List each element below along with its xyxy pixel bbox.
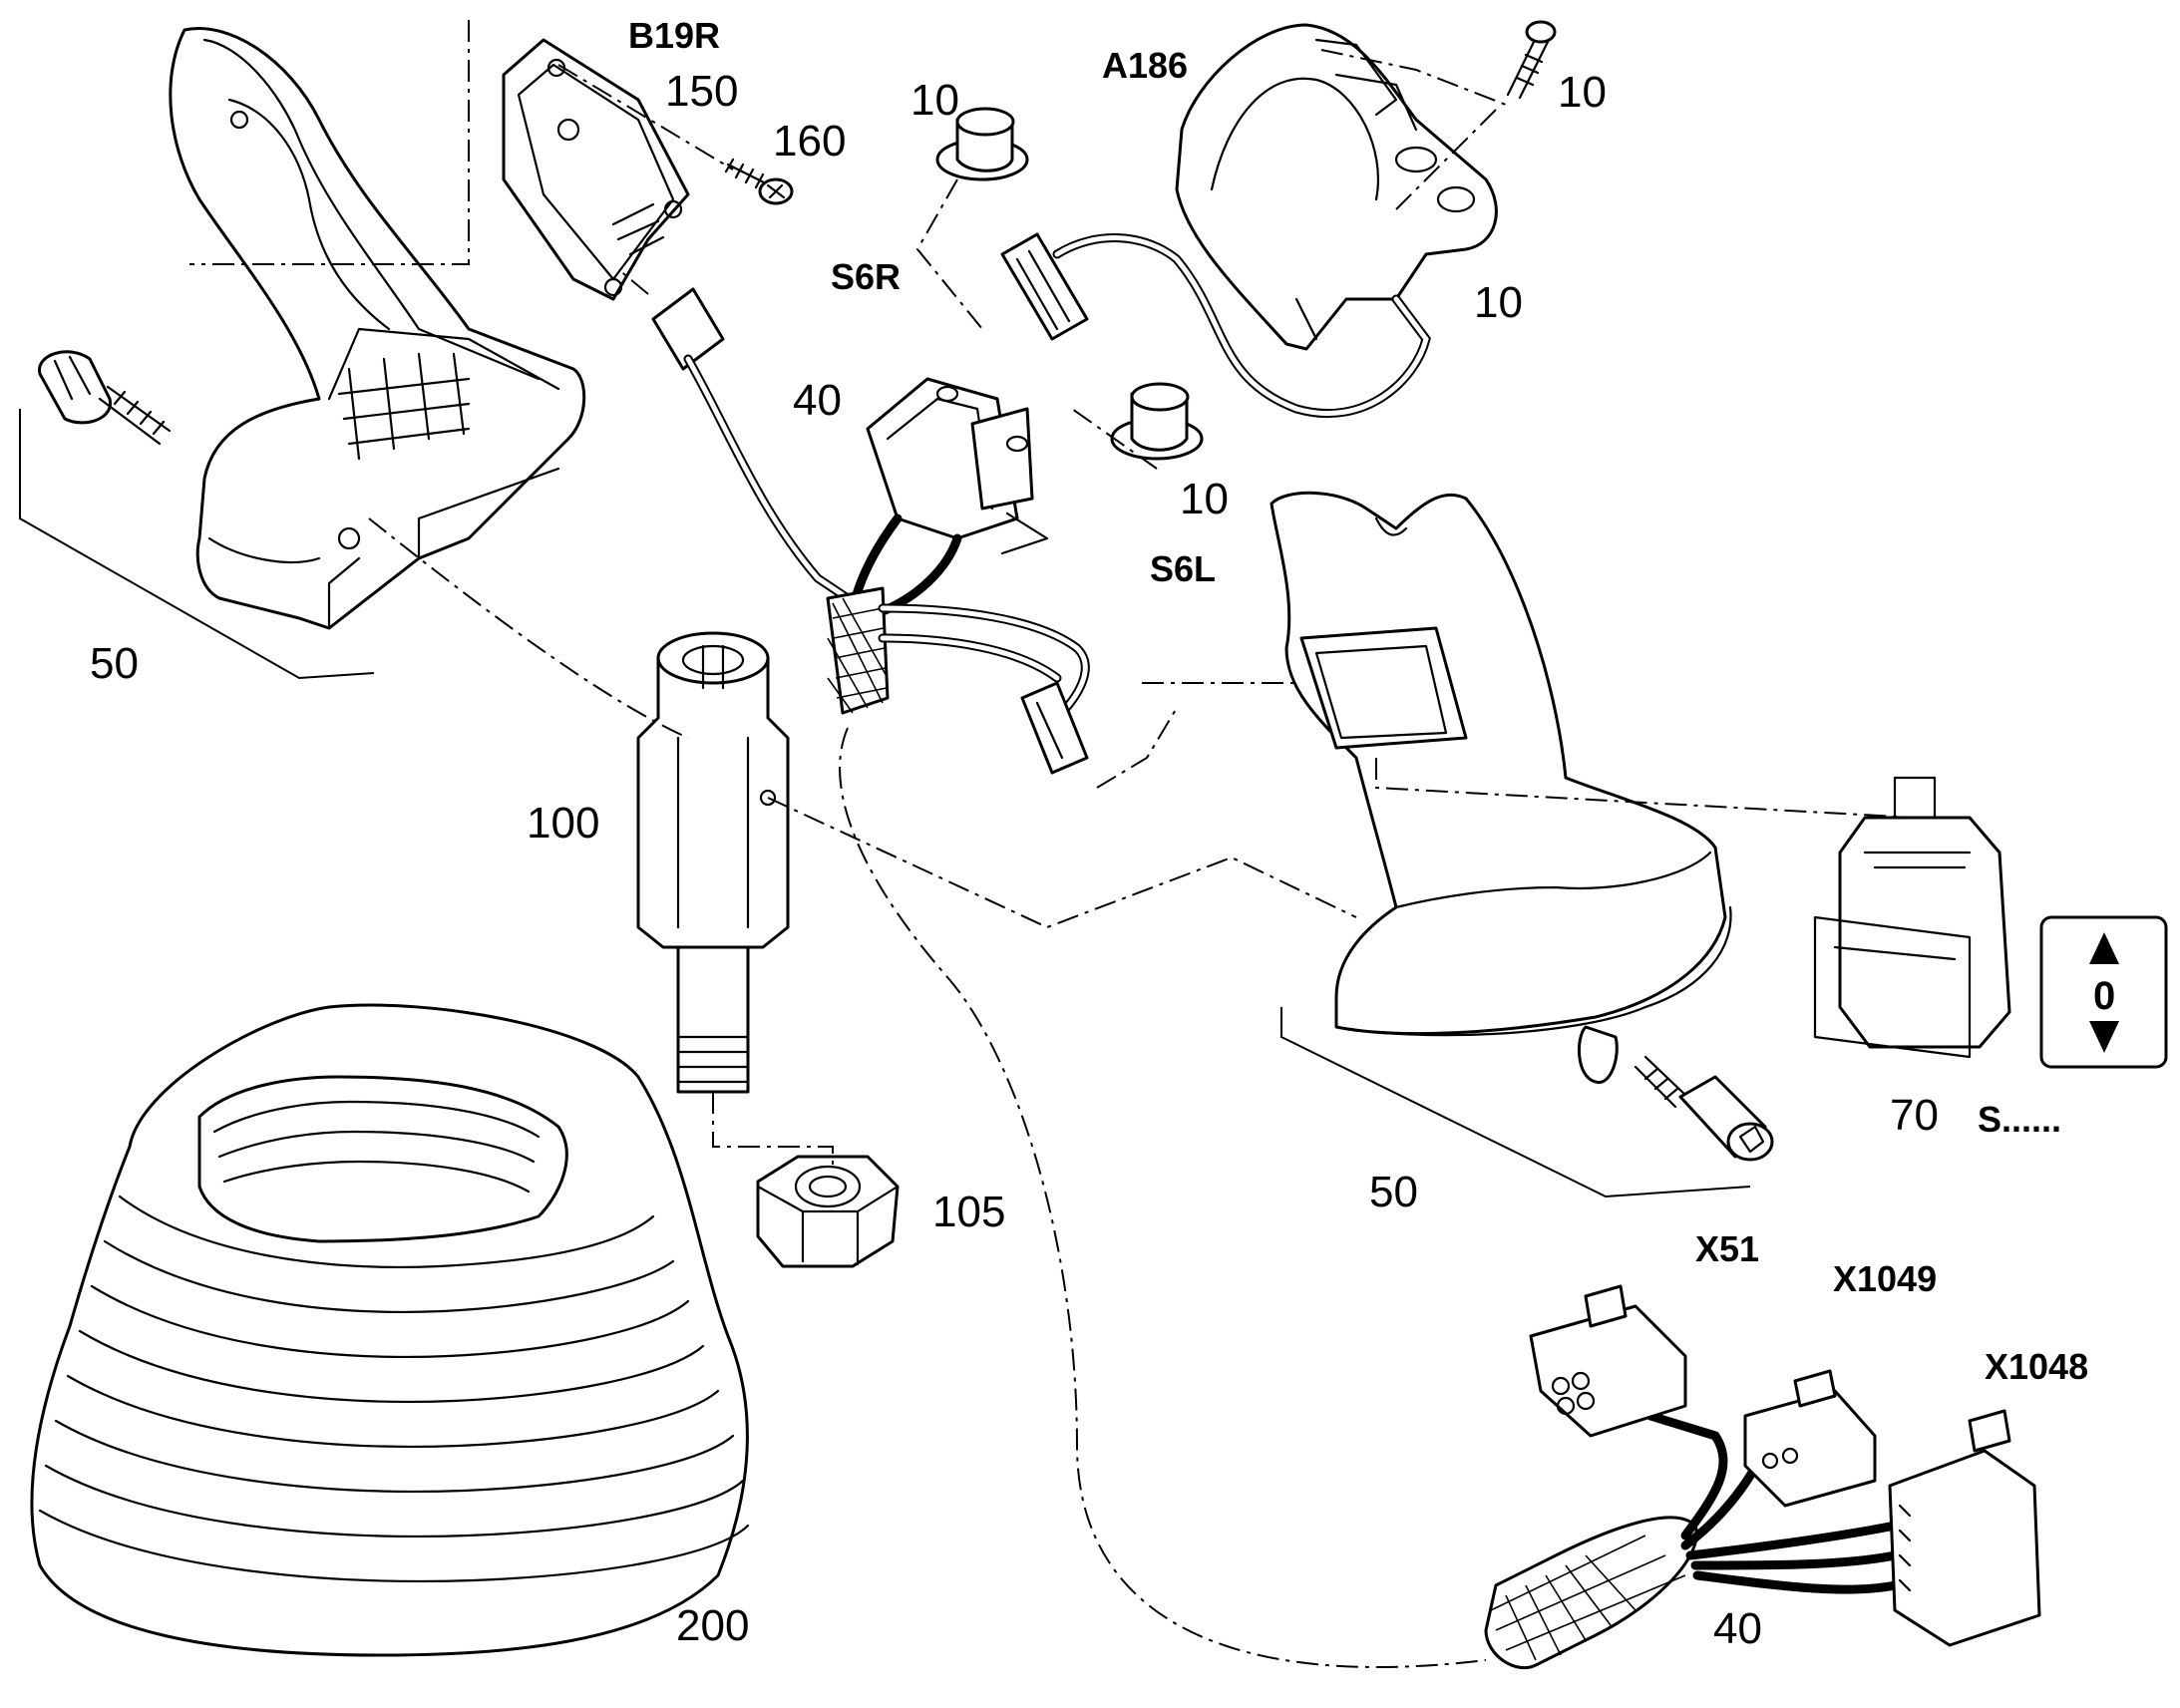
bolt-right (1634, 1055, 1774, 1162)
connector-x51 (1529, 1284, 1687, 1438)
sensor-board-b19r (502, 38, 690, 301)
label-200: 200 (676, 1601, 749, 1650)
down-arrow-icon (2089, 1021, 2119, 1053)
ref-s6l: S6L (1150, 548, 1216, 589)
ref-x1048: X1048 (1985, 1346, 2088, 1387)
ref-b19r: B19R (628, 15, 720, 56)
label-50-left: 50 (90, 639, 139, 688)
label-40-bottom: 40 (1713, 1604, 1762, 1653)
label-10-lower-cap: 10 (1180, 475, 1229, 523)
switch-symbol-indicator: 0 (2039, 915, 2168, 1069)
label-160: 160 (773, 117, 846, 166)
ref-a186: A186 (1102, 45, 1188, 86)
harness-upper (826, 586, 1090, 775)
switch-assembly-s6 (848, 377, 1049, 618)
label-10-top-screw: 10 (1558, 68, 1607, 117)
connector-x1048 (1888, 1409, 2041, 1647)
bolt-left (38, 350, 172, 446)
ref-s-dots: S...... (1978, 1099, 2061, 1140)
left-handle-half (169, 27, 586, 630)
indicator-value: 0 (2093, 974, 2115, 1018)
nut-105 (756, 1155, 900, 1268)
screw-160 (724, 158, 794, 205)
callouts: 50 150 160 10 10 10 10 40 100 105 200 50… (90, 67, 1939, 1653)
label-50-right: 50 (1369, 1168, 1418, 1216)
ref-s6r: S6R (831, 256, 901, 297)
label-10-upper-cap: 10 (910, 76, 959, 125)
up-arrow-icon (2089, 932, 2119, 964)
reference-designators: B19R A186 S6R S6L S...... X51 X1049 X104… (628, 15, 2088, 1387)
connector-x1049 (1743, 1369, 1877, 1508)
label-10-cover: 10 (1474, 278, 1523, 327)
screw-10-top (1506, 20, 1557, 100)
label-105: 105 (932, 1188, 1005, 1236)
shaft-100 (636, 631, 790, 1094)
b19r-cable (651, 287, 853, 603)
ref-x1049: X1049 (1833, 1258, 1937, 1299)
a186-cable (1000, 232, 1431, 419)
leader-lines (19, 20, 1916, 1668)
label-70: 70 (1890, 1091, 1939, 1140)
rubber-boot-200 (30, 1003, 750, 1657)
right-handle-half (1270, 491, 1732, 1084)
switch-70 (1813, 776, 2011, 1059)
label-100: 100 (527, 799, 599, 848)
lower-harness-40 (1484, 1411, 1900, 1670)
ref-x51: X51 (1695, 1228, 1759, 1269)
cap-10-upper (935, 107, 1029, 181)
cap-10-lower (1110, 382, 1204, 461)
top-cover-a186 (1175, 23, 1498, 351)
label-40-top: 40 (793, 376, 842, 425)
label-150: 150 (665, 67, 738, 116)
